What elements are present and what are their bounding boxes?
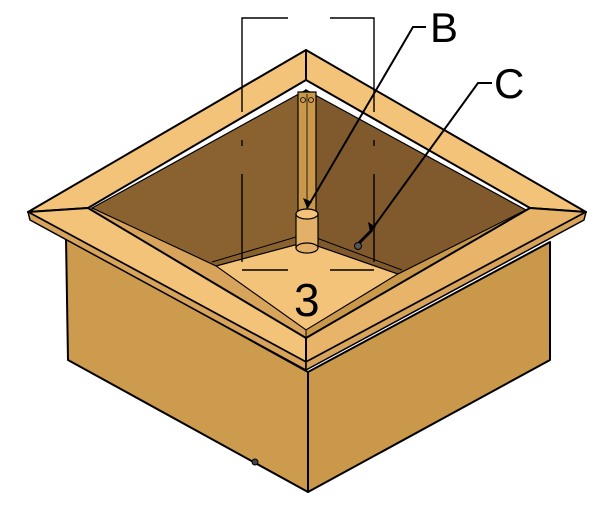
post-bolt-top-a	[300, 97, 306, 103]
callout-label-c: C	[494, 60, 524, 107]
callout-arrow-b	[303, 198, 312, 208]
detail-guide-frame	[241, 17, 375, 271]
dowel-top	[295, 208, 319, 220]
callout-arrow-c	[368, 222, 376, 232]
step-number: 3	[294, 274, 320, 326]
callout-label-b: B	[430, 4, 458, 51]
rim-miter-left	[27, 207, 89, 213]
callout-leader-c	[369, 82, 492, 233]
floor-seam-left	[211, 233, 307, 263]
dowel-base	[295, 242, 319, 254]
screw-hole	[251, 458, 259, 466]
callout-leader-b	[306, 26, 426, 209]
inner-screw	[354, 228, 374, 250]
floor-seam-right	[305, 233, 403, 271]
rim-miter-right	[529, 207, 587, 213]
post-bolt-top-b	[308, 97, 314, 103]
